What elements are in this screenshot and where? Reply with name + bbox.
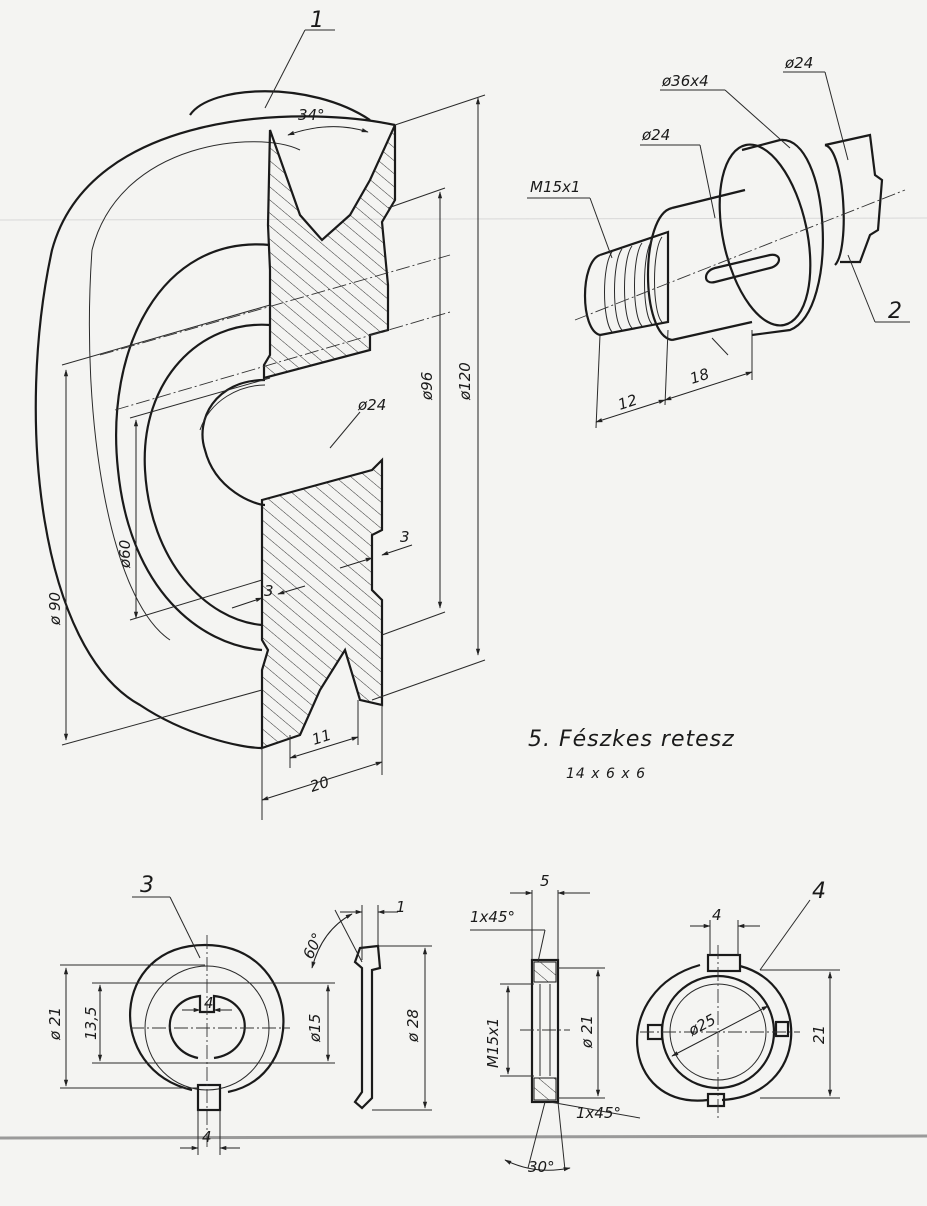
dim-diameter-120: ø120 bbox=[456, 362, 474, 401]
part4-number: 4 bbox=[812, 879, 826, 904]
dim-washer-angle-60: 60° bbox=[299, 930, 327, 962]
dim-thread-m15x1: M15x1 bbox=[530, 178, 580, 196]
dim-nut-angle-30: 30° bbox=[528, 1158, 555, 1176]
dim-length-12: 12 bbox=[616, 391, 640, 414]
sheet-fold-line bbox=[0, 1134, 927, 1140]
dim-nut-width-5: 5 bbox=[540, 872, 550, 890]
dim-nut-21: ø 21 bbox=[578, 1015, 596, 1049]
dim-shaft-24-right: ø24 bbox=[784, 54, 813, 72]
scan-line bbox=[0, 217, 927, 221]
dim-washer-21: ø 21 bbox=[46, 1007, 64, 1041]
dim-washer-tab-4: 4 bbox=[202, 1128, 212, 1146]
dim-nut-21-right: 21 bbox=[810, 1025, 828, 1044]
dim-washer-28: ø 28 bbox=[404, 1009, 422, 1043]
dim-nut-thread-m15x1: M15x1 bbox=[484, 1018, 502, 1068]
dim-washer-thickness-1: 1 bbox=[396, 898, 406, 916]
dim-groove-3-right: 3 bbox=[400, 528, 410, 546]
part2-number: 2 bbox=[888, 299, 902, 324]
dim-angle-34: 34° bbox=[298, 106, 325, 124]
dim-width-20: 20 bbox=[308, 773, 332, 796]
dim-shaft-24-mid: ø24 bbox=[641, 126, 670, 144]
part3-tab-washer bbox=[60, 896, 432, 1155]
dim-bore-24: ø24 bbox=[357, 396, 386, 414]
part3-number: 3 bbox=[140, 873, 154, 898]
dim-width-11: 11 bbox=[310, 726, 334, 749]
part4-slotted-nut bbox=[470, 890, 840, 1172]
drawing-title: 5. Fészkes retesz bbox=[528, 727, 735, 752]
dim-nut-diameter-25: ø25 bbox=[685, 1010, 719, 1040]
dim-washer-15: ø15 bbox=[306, 1014, 324, 1043]
dim-washer-13-5: 13,5 bbox=[82, 1007, 100, 1040]
dim-nut-chamfer-top: 1x45° bbox=[470, 908, 515, 926]
dim-length-18: 18 bbox=[688, 365, 712, 388]
part1-pulley-section bbox=[34, 29, 486, 820]
dim-diameter-90: ø 90 bbox=[46, 592, 64, 626]
dim-washer-slot-4: 4 bbox=[204, 994, 214, 1012]
part1-number: 1 bbox=[310, 8, 324, 33]
part2-axle bbox=[527, 71, 910, 429]
dim-groove-3-left: 3 bbox=[264, 582, 274, 600]
drawing-subtitle: 14 x 6 x 6 bbox=[566, 766, 646, 782]
dim-nut-chamfer-bottom: 1x45° bbox=[576, 1104, 621, 1122]
dim-diameter-96: ø96 bbox=[418, 372, 436, 401]
dim-collar-36x4: ø36x4 bbox=[661, 72, 709, 90]
dim-diameter-60: ø60 bbox=[116, 540, 134, 569]
dim-nut-slot-4: 4 bbox=[712, 906, 722, 924]
